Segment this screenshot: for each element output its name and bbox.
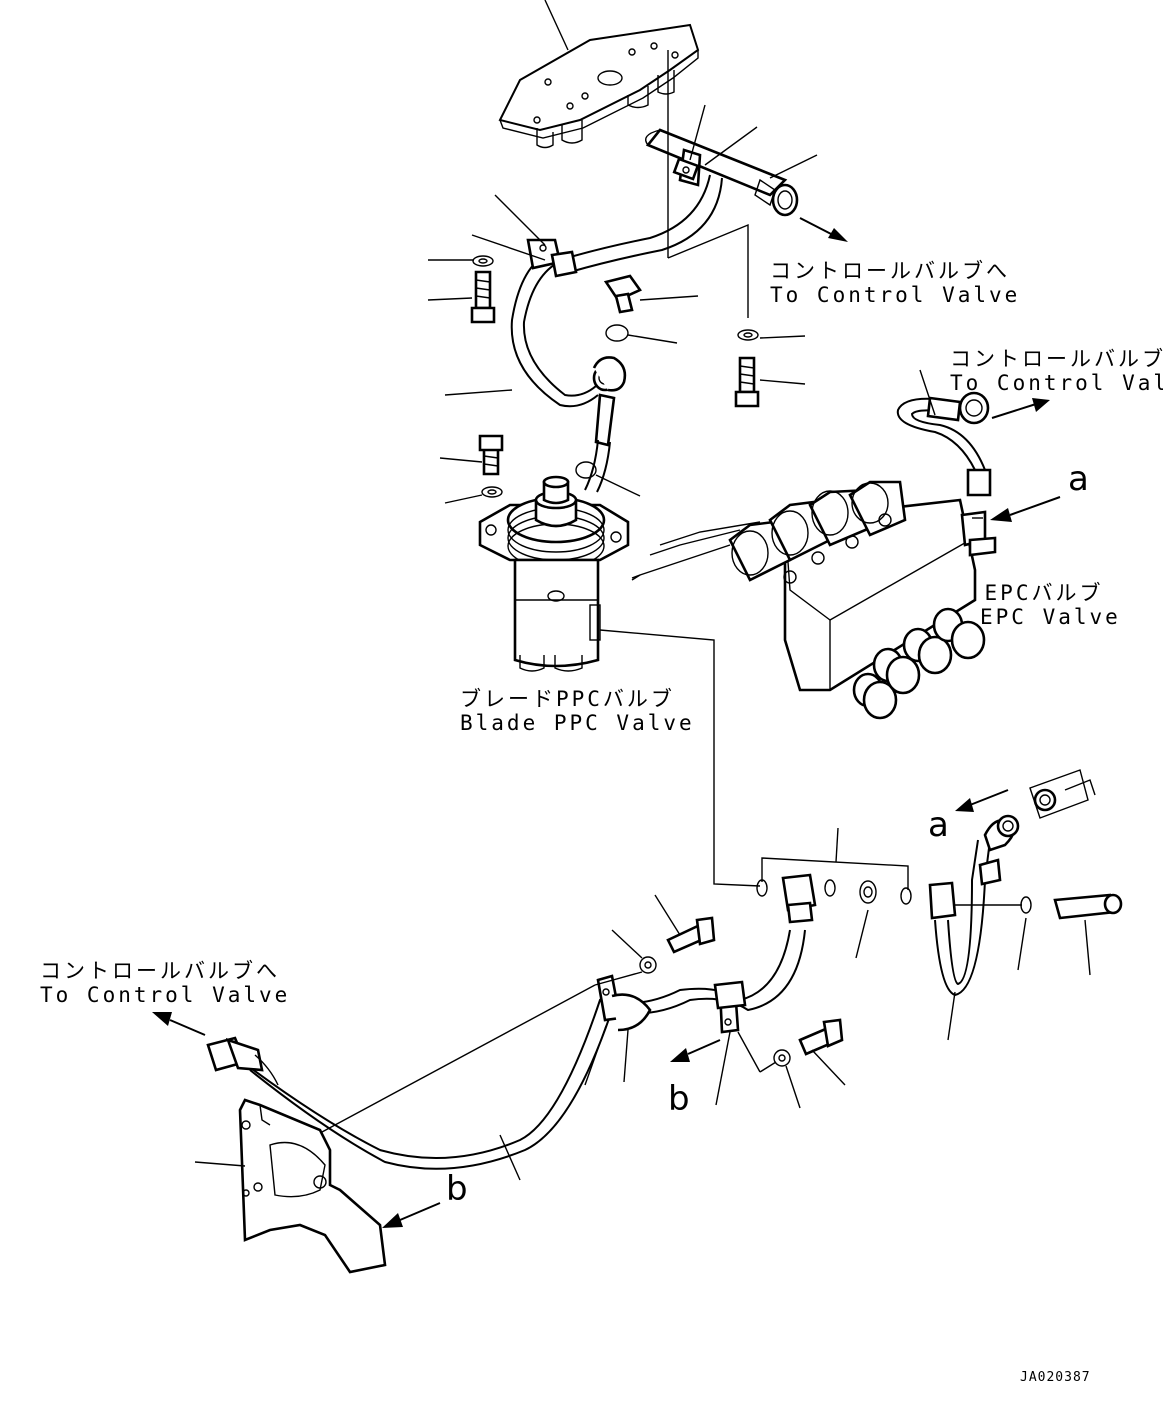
drawing-code: JA020387 <box>1020 1370 1091 1385</box>
ref-letter-a-top: a <box>1068 459 1089 499</box>
elbow-fitting-top <box>603 274 699 344</box>
hose-top-assembly <box>510 128 799 493</box>
label-epc-valve-en: EPC Valve <box>980 605 1121 629</box>
label-control-valve-2-jp: コントロールバルブへ <box>950 347 1163 371</box>
mounting-plate-top <box>498 0 700 149</box>
blade-ppc-valve-body <box>478 475 630 672</box>
label-control-valve-1-jp: コントロールバルブへ <box>770 259 1010 283</box>
hose-lower-right <box>928 814 1020 997</box>
label-blade-ppc-jp: ブレードPPCバルブ <box>460 687 675 711</box>
hose-epc-to-control-valve <box>896 369 1050 497</box>
label-control-valve-2-en: To Control Valve <box>950 371 1163 395</box>
ref-letter-b-mid: b <box>668 1079 690 1119</box>
epc-valve-body <box>631 480 997 720</box>
label-blade-ppc-en: Blade PPC Valve <box>460 711 695 735</box>
label-control-valve-1-en: To Control Valve <box>770 283 1021 307</box>
ref-letter-a-bottom: a <box>928 805 949 845</box>
bolts-washers-top <box>427 50 818 504</box>
label-control-valve-3-en: To Control Valve <box>40 983 291 1007</box>
arrow-a-top <box>990 496 1061 522</box>
label-epc-valve-jp: EPCバルブ <box>984 581 1104 605</box>
arrow-to-control-valve-3 <box>152 1012 206 1036</box>
ref-letter-b-bottom: b <box>446 1169 468 1209</box>
arrow-to-control-valve-1 <box>799 217 848 242</box>
bracket-lower-left <box>194 1098 441 1274</box>
hose-lower-long <box>206 873 817 1170</box>
orings-lower <box>756 827 1123 1041</box>
arrow-b-mid <box>670 1039 721 1062</box>
fitting-a-ref <box>955 769 1096 819</box>
bolts-lower <box>269 894 846 1181</box>
leader-ppc-to-hose <box>599 629 761 887</box>
label-control-valve-3-jp: コントロールバルブへ <box>40 959 280 983</box>
